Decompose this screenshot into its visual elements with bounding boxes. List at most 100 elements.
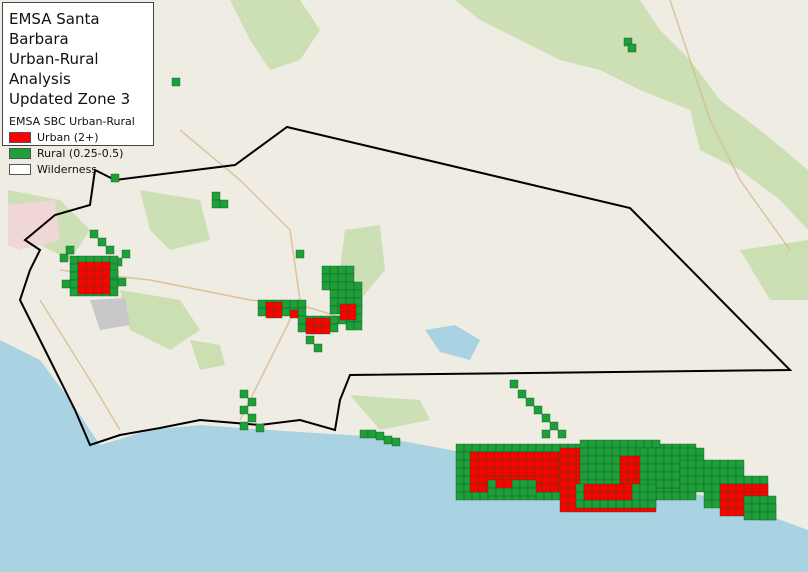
rural-cell — [671, 471, 681, 481]
rural-cell — [97, 237, 107, 247]
rural-cell — [687, 475, 697, 485]
rural-cell — [541, 429, 551, 439]
rural-cell — [313, 343, 323, 353]
urban-cell — [735, 491, 745, 501]
urban-cell — [541, 475, 551, 485]
urban-cell — [469, 467, 479, 477]
rural-cell — [587, 455, 597, 465]
rural-cell — [255, 423, 265, 433]
rural-cell — [743, 495, 753, 505]
urban-cell — [599, 483, 609, 493]
rural-cell — [695, 467, 705, 477]
rural-cell — [703, 483, 713, 493]
rural-cell — [751, 503, 761, 513]
urban-cell — [541, 467, 551, 477]
rural-cell — [655, 447, 665, 457]
rural-cell — [321, 265, 331, 275]
rural-cell — [353, 321, 363, 331]
rural-cell — [329, 323, 339, 333]
legend-title-line-2: Urban-Rural Analysis — [9, 50, 99, 88]
rural-cell — [671, 491, 681, 501]
rural-cell — [535, 443, 545, 453]
urban-cell — [347, 311, 357, 321]
rural-cell — [587, 447, 597, 457]
rural-cell — [635, 439, 645, 449]
urban-cell — [485, 451, 495, 461]
rural-cell — [703, 459, 713, 469]
urban-cell — [541, 451, 551, 461]
rural-cell — [647, 463, 657, 473]
urban-cell — [533, 467, 543, 477]
rural-cell — [695, 459, 705, 469]
urban-cell — [541, 483, 551, 493]
urban-cell — [321, 325, 331, 335]
urban-cell — [501, 467, 511, 477]
rural-cell — [527, 487, 537, 497]
urban-cell — [567, 455, 577, 465]
urban-cell — [77, 261, 87, 271]
rural-cell — [471, 491, 481, 501]
rural-cell — [759, 475, 769, 485]
rural-cell — [289, 299, 299, 309]
urban-cell — [627, 471, 637, 481]
rural-cell — [663, 447, 673, 457]
urban-cell — [517, 467, 527, 477]
rural-cell — [455, 443, 465, 453]
rural-cell — [525, 397, 535, 407]
rural-cell — [759, 511, 769, 521]
rural-cell — [479, 491, 489, 501]
rural-cell — [611, 439, 621, 449]
legend-title-line-1: EMSA Santa Barbara — [9, 10, 100, 48]
urban-cell — [347, 303, 357, 313]
rural-cell — [281, 299, 291, 309]
urban-cell — [619, 463, 629, 473]
rural-cell — [631, 483, 641, 493]
rural-cell — [727, 459, 737, 469]
rural-cell — [345, 321, 355, 331]
rural-cell — [687, 483, 697, 493]
urban-cell — [469, 451, 479, 461]
urban-cell — [101, 269, 111, 279]
rural-cell — [735, 459, 745, 469]
rural-cell — [535, 491, 545, 501]
rural-cell — [727, 475, 737, 485]
rural-cell — [671, 455, 681, 465]
rural-cell — [69, 255, 79, 265]
rural-cell — [703, 499, 713, 509]
rural-cell — [329, 265, 339, 275]
zone-boundary — [18, 125, 793, 447]
rural-cell — [487, 443, 497, 453]
urban-cell — [719, 499, 729, 509]
rural-cell — [519, 479, 529, 489]
urban-cell — [623, 491, 633, 501]
rural-cell — [579, 471, 589, 481]
rural-cell — [89, 229, 99, 239]
rural-cell — [623, 499, 633, 509]
rural-cell — [591, 499, 601, 509]
rural-cell — [281, 307, 291, 317]
rural-cell — [329, 297, 339, 307]
rural-cell — [751, 495, 761, 505]
urban-cell — [313, 317, 323, 327]
rural-cell — [109, 269, 119, 279]
rural-cell — [455, 491, 465, 501]
rural-cell — [69, 271, 79, 281]
urban-cell — [607, 491, 617, 501]
urban-cell — [503, 479, 513, 489]
urban-cell — [559, 503, 569, 513]
urban-cell — [567, 447, 577, 457]
rural-cell — [663, 455, 673, 465]
urban-cell — [735, 483, 745, 493]
urban-cell — [313, 325, 323, 335]
rural-cell — [719, 467, 729, 477]
urban-cell — [77, 277, 87, 287]
rural-cell — [495, 487, 505, 497]
rural-cell — [595, 463, 605, 473]
rural-cell — [455, 483, 465, 493]
urban-cell — [599, 491, 609, 501]
urban-cell — [559, 495, 569, 505]
urban-cell — [265, 301, 275, 311]
urban-cell — [627, 463, 637, 473]
city-area — [90, 298, 130, 330]
